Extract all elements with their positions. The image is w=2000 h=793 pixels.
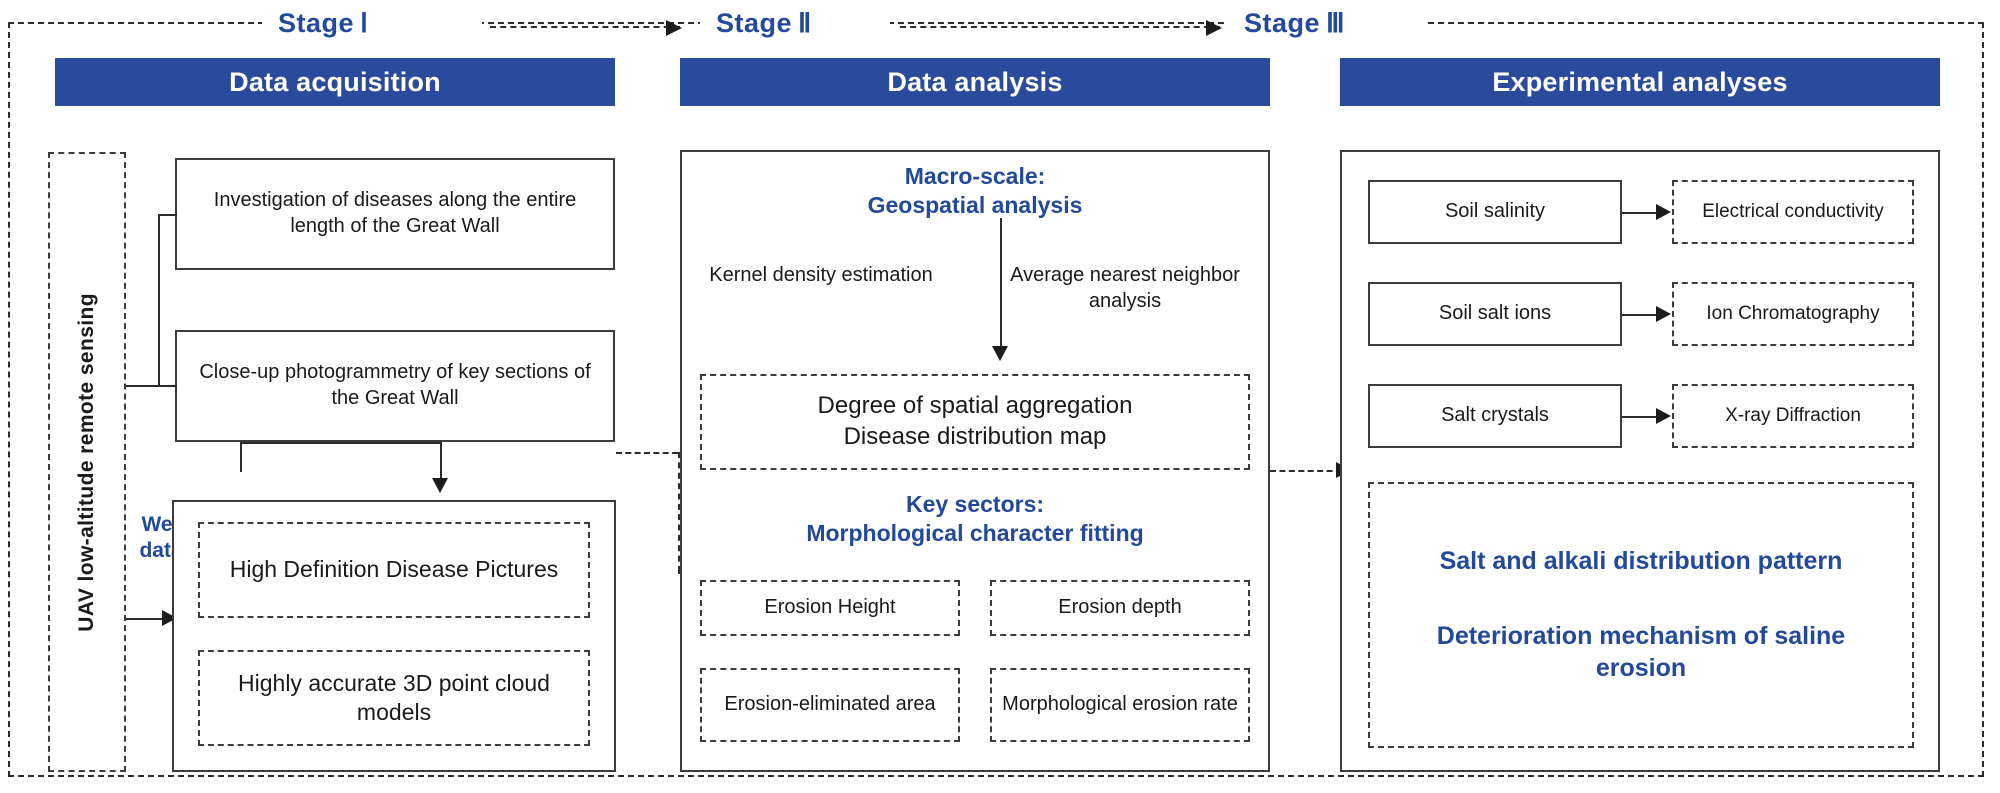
stage1-box-hd-pictures-label: High Definition Disease Pictures xyxy=(229,556,559,583)
stage2-method-nearest-neighbor-label: Average nearest neighbor analysis xyxy=(1010,264,1240,312)
uav-branch-stem xyxy=(126,385,158,387)
stage-label-2-text: Stage xyxy=(716,8,793,38)
stage2-to-stage3-line xyxy=(1270,470,1342,472)
stage3-method-electrical-conductivity-label: Electrical conductivity xyxy=(1702,200,1884,222)
stage3-subject-soil-salinity: Soil salinity xyxy=(1368,180,1622,244)
stage1-box-point-cloud: Highly accurate 3D point cloud models xyxy=(198,650,590,746)
stage3-method-electrical-conductivity: Electrical conductivity xyxy=(1672,180,1914,244)
stage3-subject-soil-salinity-label: Soil salinity xyxy=(1444,200,1546,223)
stage2-result-box: Degree of spatial aggregation Disease di… xyxy=(700,374,1250,470)
uav-remote-sensing-label: UAV low-altitude remote sensing xyxy=(75,292,98,632)
stage-3-column: Experimental analyses xyxy=(1340,58,1940,106)
stage2-method-nearest-neighbor: Average nearest neighbor analysis xyxy=(1000,262,1250,314)
stage2-metric-erosion-rate-label: Morphological erosion rate xyxy=(1002,693,1238,716)
stage3-pair3-arrowhead xyxy=(1656,408,1671,424)
stage-1-header: Data acquisition xyxy=(55,58,615,106)
uav-branch-vertical xyxy=(158,214,160,386)
stage2-result-box-label: Degree of spatial aggregation Disease di… xyxy=(817,392,1133,450)
stage-2-header: Data analysis xyxy=(680,58,1270,106)
stage3-method-ion-chromatography-label: Ion Chromatography xyxy=(1706,302,1880,324)
stage1-merge-down xyxy=(440,442,442,482)
stage1-box-hd-pictures: High Definition Disease Pictures xyxy=(198,522,590,618)
stage3-conclusion-salt-pattern: Salt and alkali distribution pattern xyxy=(1439,547,1843,576)
uav-branch-to-box1 xyxy=(158,214,177,216)
stage2-metric-erosion-rate: Morphological erosion rate xyxy=(990,668,1250,742)
stage2-metric-eliminated-area: Erosion-eliminated area xyxy=(700,668,960,742)
stage-1-column: Data acquisition xyxy=(55,58,615,106)
stage3-subject-soil-salt-ions-label: Soil salt ions xyxy=(1438,302,1552,325)
stage-label-2-roman: Ⅱ xyxy=(798,8,812,38)
stage3-conclusion-deterioration: Deterioration mechanism of saline erosio… xyxy=(1436,621,1846,683)
stage2-method-kernel-density-label: Kernel density estimation xyxy=(709,264,933,286)
outer-dashed-frame xyxy=(8,22,1984,777)
stage1-box-photogrammetry: Close-up photogrammetry of key sections … xyxy=(175,330,615,442)
stage1-merge-horizontal xyxy=(240,442,440,444)
stage3-method-xray-diffraction: X-ray Diffraction xyxy=(1672,384,1914,448)
stage2-metric-erosion-height-label: Erosion Height xyxy=(764,596,896,619)
stage1-box-investigation: Investigation of diseases along the enti… xyxy=(175,158,615,270)
stage1-to-stage2-line xyxy=(616,452,678,454)
stage2-metric-erosion-depth-label: Erosion depth xyxy=(1058,596,1182,619)
stage-arrow-2-to-3 xyxy=(900,20,1222,36)
stage-label-3-text: Stage xyxy=(1244,8,1321,38)
stage3-subject-salt-crystals-label: Salt crystals xyxy=(1441,404,1549,427)
uav-branch-to-box2 xyxy=(158,385,177,387)
stage1-box-investigation-label: Investigation of diseases along the enti… xyxy=(213,189,577,237)
stage2-key-sectors-heading: Key sectors: Morphological character fit… xyxy=(806,491,1144,546)
stage3-subject-salt-crystals: Salt crystals xyxy=(1368,384,1622,448)
stage-2-column: Data analysis xyxy=(680,58,1270,106)
stage3-pair3-connector xyxy=(1622,416,1666,418)
stage1-box-point-cloud-label: Highly accurate 3D point cloud models xyxy=(238,669,550,725)
stage3-subject-soil-salt-ions: Soil salt ions xyxy=(1368,282,1622,346)
stage2-metric-erosion-height: Erosion Height xyxy=(700,580,960,636)
stage1-box-photogrammetry-label: Close-up photogrammetry of key sections … xyxy=(199,361,591,409)
stage3-method-ion-chromatography: Ion Chromatography xyxy=(1672,282,1914,346)
stage2-method-kernel-density: Kernel density estimation xyxy=(706,262,936,288)
stage3-pair1-arrowhead xyxy=(1656,204,1671,220)
stage-3-header: Experimental analyses xyxy=(1340,58,1940,106)
stage-arrow-1-to-2 xyxy=(490,20,682,36)
stage3-pair2-connector xyxy=(1622,314,1666,316)
uav-remote-sensing-bar: UAV low-altitude remote sensing xyxy=(48,152,126,772)
stage-label-1-roman: Ⅰ xyxy=(360,8,369,38)
webgis-input-line xyxy=(126,618,170,620)
stage2-macro-heading: Macro-scale: Geospatial analysis xyxy=(867,163,1083,218)
stage2-macro-arrow-line xyxy=(1000,218,1002,350)
stage3-method-xray-diffraction-label: X-ray Diffraction xyxy=(1725,404,1861,426)
stage2-metric-erosion-depth: Erosion depth xyxy=(990,580,1250,636)
stage3-pair2-arrowhead xyxy=(1656,306,1671,322)
stage1-merge-arrowhead xyxy=(432,478,448,493)
stage-label-3-roman: Ⅲ xyxy=(1326,8,1346,38)
stage-label-1-text: Stage xyxy=(278,8,355,38)
stage1-merge-up-left xyxy=(240,442,242,472)
stage1-to-stage2-vertical xyxy=(678,452,680,572)
stage3-pair1-connector xyxy=(1622,212,1666,214)
stage2-metric-eliminated-area-label: Erosion-eliminated area xyxy=(724,693,936,716)
stage2-macro-arrowhead xyxy=(992,346,1008,361)
stage3-conclusions-panel: Salt and alkali distribution pattern Det… xyxy=(1368,482,1914,748)
